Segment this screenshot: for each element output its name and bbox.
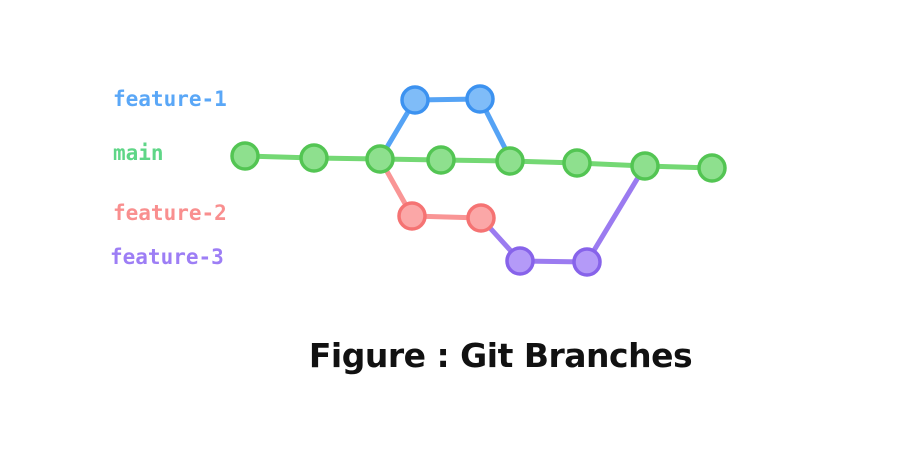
main-commit-node (495, 146, 525, 176)
feature-1-commit-node (400, 85, 430, 115)
main-commit-node (426, 145, 456, 175)
figure-caption: Figure : Git Branches (308, 336, 693, 375)
main-commit-node (230, 141, 260, 171)
main-commit-node (365, 144, 395, 174)
feature-2-commit-node (397, 201, 427, 231)
main-commit-node (697, 153, 727, 183)
main-commit-node (299, 143, 329, 173)
feature-2-commit-node (466, 203, 496, 233)
branch-label-feature-1: feature-1 (113, 87, 227, 111)
branch-label-feature-2: feature-2 (113, 201, 227, 225)
branch-label-feature-3: feature-3 (110, 245, 224, 269)
main-commit-node (630, 151, 660, 181)
main-commit-node (562, 148, 592, 178)
feature-3-commit-node (505, 246, 535, 276)
feature-1-branch-line (377, 96, 514, 163)
feature-1-commit-node (465, 84, 495, 114)
branch-label-main: main (113, 141, 164, 165)
feature-3-branch-line (478, 163, 648, 265)
feature-3-commit-node (572, 247, 602, 277)
